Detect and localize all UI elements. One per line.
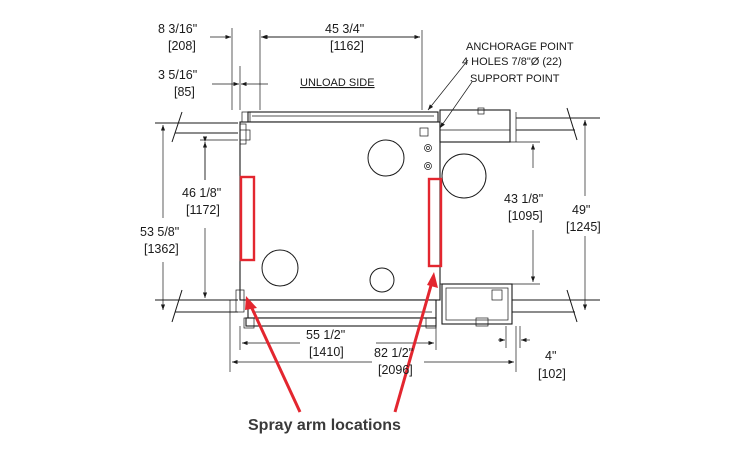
dim-4: 4" <box>545 349 556 363</box>
dim-2096: [2096] <box>378 363 413 377</box>
spray-arm-arrows <box>245 272 438 413</box>
dim-208: [208] <box>168 39 196 53</box>
support-point-label: SUPPORT POINT <box>470 73 560 85</box>
dimension-labels: 8 3/16" [208] 3 5/16" [85] 45 3/4" [1162… <box>140 22 601 381</box>
dim-102: [102] <box>538 367 566 381</box>
dim-1162: [1162] <box>330 39 364 53</box>
spray-arm-right <box>427 177 443 268</box>
annotation-labels: UNLOAD SIDE ANCHORAGE POINT 4 HOLES 7/8"… <box>248 41 574 434</box>
dim-1172: [1172] <box>186 203 220 217</box>
spray-arm-caption: Spray arm locations <box>248 417 401 434</box>
dim-1362: [1362] <box>144 242 179 256</box>
machine-outline <box>235 107 513 329</box>
dim-43-1-8: 43 1/8" <box>504 192 543 206</box>
dim-53-5-8: 53 5/8" <box>140 225 179 239</box>
anchorage-point-label: ANCHORAGE POINT <box>466 41 574 53</box>
dim-82-1-2: 82 1/2" <box>374 346 413 360</box>
dim-49: 49" <box>572 203 590 217</box>
dim-1245: [1245] <box>566 220 601 234</box>
dim-1410: [1410] <box>309 345 344 359</box>
dim-55-1-2: 55 1/2" <box>306 328 345 342</box>
dim-1095: [1095] <box>508 209 543 223</box>
extension-lines <box>200 28 540 372</box>
dim-46-1-8: 46 1/8" <box>182 186 221 200</box>
dim-3-5-16: 3 5/16" <box>158 68 197 82</box>
unload-side-label: UNLOAD SIDE <box>300 77 375 89</box>
dim-85: [85] <box>174 85 195 99</box>
holes-label: 4 HOLES 7/8"Ø (22) <box>462 56 562 68</box>
dim-8-3-16: 8 3/16" <box>158 22 197 36</box>
dimension-lines <box>160 34 588 365</box>
spray-arm-markers <box>239 175 443 268</box>
dim-45-3-4: 45 3/4" <box>325 22 364 36</box>
spray-arm-left <box>239 175 256 262</box>
